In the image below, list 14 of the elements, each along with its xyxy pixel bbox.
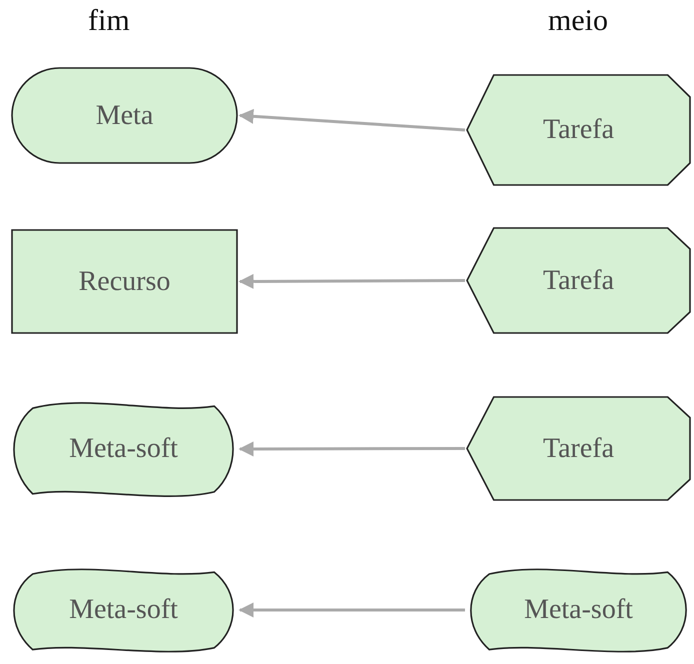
node-label: Meta-soft — [524, 594, 633, 626]
node-label: Tarefa — [542, 432, 614, 464]
node-label: Recurso — [78, 266, 170, 298]
node-label: Meta-soft — [69, 433, 178, 465]
node-label: Tarefa — [542, 264, 614, 296]
node-label: Meta-soft — [69, 594, 178, 626]
arrow — [238, 274, 465, 289]
column-heading: fim — [88, 4, 130, 38]
node-label: Meta — [96, 100, 154, 132]
column-heading: meio — [548, 4, 608, 38]
arrow — [238, 441, 465, 456]
arrow — [238, 108, 466, 132]
arrow — [238, 602, 465, 618]
node-label: Tarefa — [542, 114, 614, 146]
